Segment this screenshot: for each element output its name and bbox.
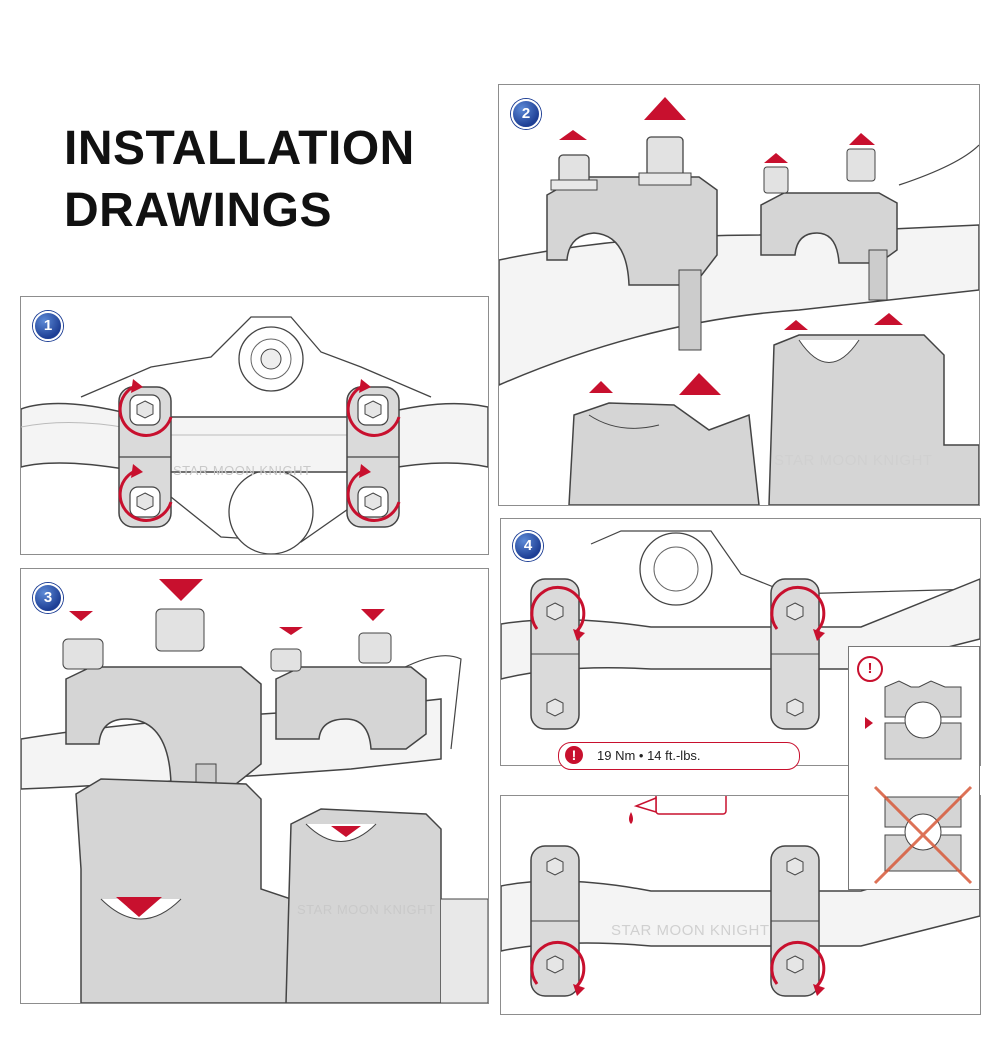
step-5-panel: STAR MOON KNIGHT	[500, 795, 981, 1015]
clamp-orientation-panel	[848, 646, 980, 890]
watermark: STAR MOON KNIGHT	[297, 902, 436, 917]
step-1-badge-icon: 1	[33, 311, 63, 341]
rotate-arrow-icon	[118, 385, 401, 522]
title-line-2: DRAWINGS	[64, 184, 332, 237]
step-2-badge-icon: 2	[511, 99, 541, 129]
down-arrow-icon	[69, 579, 385, 917]
rotate-arrow-icon	[530, 940, 826, 988]
clamp-orientation-drawing	[865, 680, 973, 885]
cross-mark-icon	[873, 785, 973, 885]
step-3-badge-icon: 3	[33, 583, 63, 613]
page-title: INSTALLATION DRAWINGS	[64, 118, 415, 242]
step-1-panel: 1 STAR MOON KNIGHT	[20, 296, 489, 555]
warning-icon: !	[565, 746, 583, 764]
step-4-badge-icon: 4	[513, 531, 543, 561]
watermark: STAR MOON KNIGHT	[173, 463, 312, 478]
step-4-panel: 4	[500, 518, 981, 766]
right-arrow-icon	[865, 717, 873, 729]
step-1-drawing	[21, 316, 488, 554]
torque-spec-callout: ! 19 Nm • 14 ft.-lbs.	[558, 742, 800, 770]
warning-icon: !	[857, 656, 883, 682]
step-2-drawing	[499, 97, 979, 505]
rotate-arrow-icon	[530, 585, 826, 633]
step-3-drawing	[21, 579, 488, 1003]
step-2-panel: 2 STAR MOON KNIGHT	[498, 84, 980, 506]
step-5-drawing	[501, 796, 980, 997]
up-arrow-icon	[559, 97, 903, 395]
watermark: STAR MOON KNIGHT	[611, 922, 770, 939]
torque-spec-text: 19 Nm • 14 ft.-lbs.	[597, 748, 701, 763]
watermark: STAR MOON KNIGHT	[774, 452, 933, 469]
step-3-panel: 3 STAR MOON KNIGHT	[20, 568, 489, 1004]
threadlocker-tube-icon	[629, 796, 727, 824]
title-line-1: INSTALLATION	[64, 122, 415, 175]
